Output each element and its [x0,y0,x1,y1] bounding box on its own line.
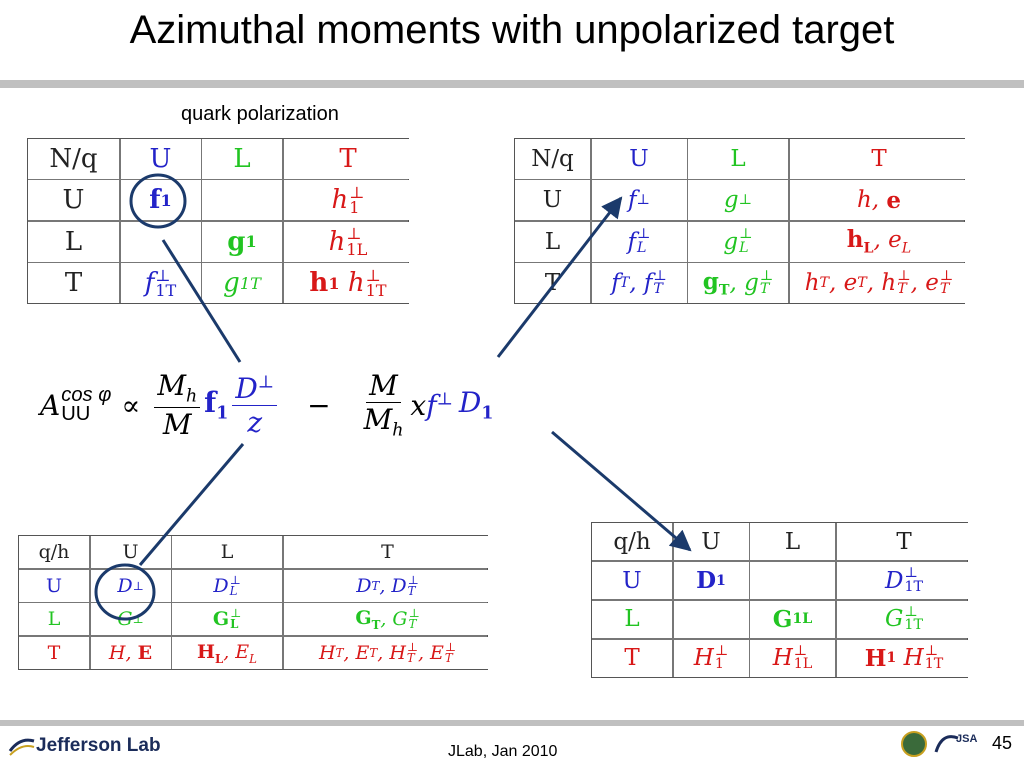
inverse-mass-ratio-fraction: M Mh [363,369,404,441]
cell-H-E: H, E [90,636,171,669]
header-cell: L [750,523,835,561]
row-label: U [19,569,89,602]
cell-fperp: f⊥ [591,180,687,221]
sponsor-logos: JSA [901,731,977,757]
formula-x: x [410,388,427,422]
row-label: L [28,221,119,262]
formula-f1: f1 [204,386,229,424]
row-label: T [515,263,590,303]
row-label: L [19,603,89,636]
formula-fperp: f⊥ [426,388,453,422]
header-cell: T [283,536,492,569]
slide-title: Azimuthal moments with unpolarized targe… [129,8,895,52]
row-label: U [515,180,590,221]
page-number: 45 [992,733,1013,753]
jefferson-lab-logo: Jefferson Lab [8,735,161,757]
formula-D1: D1 [458,386,494,424]
footer-divider [0,720,1024,726]
cell-Dperp: D⊥ [90,569,171,602]
header-cell: U [591,139,687,179]
header-cell: U [120,139,201,179]
row-label: L [592,600,672,639]
cell-G1Tperp: G⊥1T [836,600,972,639]
jsa-swoosh-icon [934,735,959,753]
azimuthal-moment-formula: A cos φ UU ∝ Mh M f1 D⊥ z − M Mh x f⊥ D1 [40,360,493,450]
header-cell: q/h [592,523,672,561]
header-cell: U [90,536,171,569]
header-cell: L [688,139,788,179]
cell-HL-EL: HL, EL [172,636,282,669]
cell-gT-gTperp: gT, g⊥T [688,263,788,303]
formula-lhs: A [40,388,61,422]
empty-cell [120,221,201,262]
header-cell: N/q [515,139,590,179]
jsa-logo-text: JSA [956,733,977,745]
empty-cell [202,180,282,221]
proportional-sign: ∝ [121,388,141,422]
cell-D1Tperp: D⊥1T [836,561,972,600]
cell-h-e: h, e [789,180,969,221]
row-label: T [592,639,672,677]
cell-DLperp: D⊥L [172,569,282,602]
doe-seal-icon [901,731,927,757]
cell-hL-eL: hL, eL [789,221,969,262]
empty-cell [750,561,835,600]
cell-f1Tperp: f⊥1T [120,263,201,303]
header-cell: T [283,139,413,179]
mass-ratio-fraction: Mh M [154,369,201,441]
empty-cell [673,600,749,639]
minus-sign: − [307,388,331,422]
header-cell: L [202,139,282,179]
cell-GT-GTperp: GT, G⊥T [283,603,492,636]
cell-gperp: g⊥ [688,180,788,221]
jlab-swoosh-icon [8,738,35,756]
formula-lhs-sub: UU [61,403,91,425]
cell-GLperp: G⊥L [172,603,282,636]
tmd-table-top-right: N/q U L T U f⊥ g⊥ h, e L f⊥L g⊥L hL, eL … [514,138,969,304]
footer-event: JLab, Jan 2010 [448,743,558,760]
row-label: U [592,561,672,600]
cell-Gperp: G⊥ [90,603,171,636]
header-cell: N/q [28,139,119,179]
dperp-over-z-fraction: D⊥ z [232,372,278,439]
footer-org-name: Jefferson Lab [36,735,161,756]
cell-h1perp: h⊥1 [283,180,413,221]
row-label: L [515,221,590,262]
row-label: U [28,180,119,221]
cell-h1Lperp: h⊥1L [283,221,413,262]
header-cell: L [172,536,282,569]
cell-gLperp: g⊥L [688,221,788,262]
formula-lhs-super: cos φ [61,383,112,406]
cell-H1Lperp: H⊥1L [750,639,835,677]
row-label: T [19,636,89,669]
row-label: T [28,263,119,303]
header-cell: U [673,523,749,561]
cell-H1perp: H⊥1 [673,639,749,677]
header-cell: T [836,523,972,561]
quark-polarization-label: quark polarization [181,103,339,125]
title-divider [0,80,1024,88]
cell-fLperp: f⊥L [591,221,687,262]
header-cell: T [789,139,969,179]
header-cell: q/h [19,536,89,569]
